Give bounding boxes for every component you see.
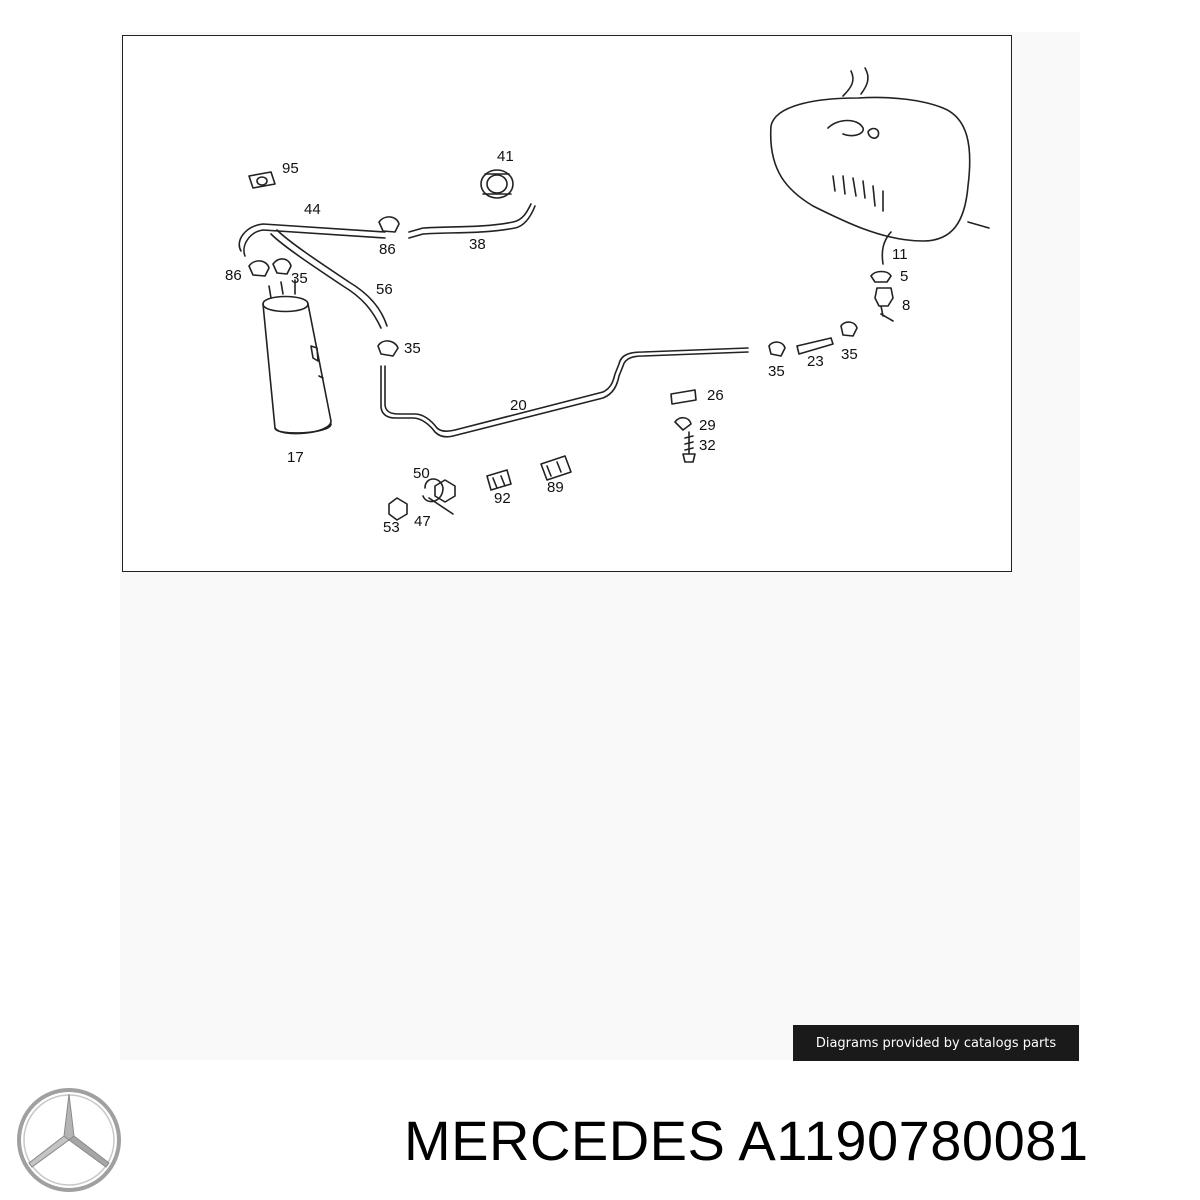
clamp-35-right [840, 321, 858, 337]
label-35-right: 35 [841, 346, 858, 363]
label-53: 53 [383, 519, 400, 536]
label-86-top: 86 [379, 241, 396, 258]
hose-56-edge [276, 229, 388, 327]
label-86-left: 86 [225, 267, 242, 284]
label-5: 5 [900, 268, 908, 285]
hose-38 [408, 203, 536, 239]
label-89: 89 [547, 479, 564, 496]
clamp-47 [422, 478, 454, 515]
label-23: 23 [807, 353, 824, 370]
nut-53 [388, 497, 408, 521]
hose-56 [270, 233, 382, 329]
nut-50 [434, 479, 456, 503]
clip-29 [674, 416, 692, 431]
label-44: 44 [304, 201, 321, 218]
label-32: 32 [699, 437, 716, 454]
line-20-edge [384, 347, 749, 433]
mercedes-star-logo-icon [16, 1087, 122, 1193]
label-56: 56 [376, 281, 393, 298]
hose-44 [238, 223, 386, 257]
label-47: 47 [414, 513, 431, 530]
part-title: MERCEDES A1190780081 [404, 1108, 1089, 1174]
clamp-35-small [272, 258, 292, 275]
diagram-credit-badge: Diagrams provided by catalogs parts [793, 1025, 1079, 1061]
label-8: 8 [902, 297, 910, 314]
holder-89 [540, 455, 572, 481]
label-41: 41 [497, 148, 514, 165]
label-35-small: 35 [291, 270, 308, 287]
diagram-drawing: 95 41 44 86 38 86 35 56 35 17 20 11 5 8 … [225, 67, 990, 536]
line-20 [380, 351, 749, 438]
label-50: 50 [413, 465, 430, 482]
fuel-tank [769, 67, 990, 242]
valve-8 [874, 287, 894, 322]
hose-26 [670, 389, 697, 405]
label-20: 20 [510, 397, 527, 414]
clamp-35-left-lower [377, 340, 399, 357]
bushing-95 [248, 171, 276, 189]
hose-23 [796, 337, 834, 355]
clamp-5 [870, 270, 892, 283]
hose-11 [881, 231, 892, 265]
part-number: A1190780081 [738, 1109, 1089, 1172]
clamp-86-top [378, 216, 400, 233]
label-95: 95 [282, 160, 299, 177]
label-92: 92 [494, 490, 511, 507]
holder-92 [486, 469, 512, 491]
label-26: 26 [707, 387, 724, 404]
label-38: 38 [469, 236, 486, 253]
label-29: 29 [699, 417, 716, 434]
clamp-86-left [248, 260, 270, 277]
canister-17 [262, 279, 332, 435]
label-35-mid: 35 [768, 363, 785, 380]
label-35-left: 35 [404, 340, 421, 357]
grommet-41 [480, 169, 514, 199]
brand-name: MERCEDES [404, 1109, 726, 1172]
label-17: 17 [287, 449, 304, 466]
clamp-35-mid [768, 341, 786, 357]
parts-diagram: 95 41 44 86 38 86 35 56 35 17 20 11 5 8 … [122, 35, 1012, 572]
screw-32 [682, 431, 696, 463]
label-11: 11 [892, 246, 908, 263]
